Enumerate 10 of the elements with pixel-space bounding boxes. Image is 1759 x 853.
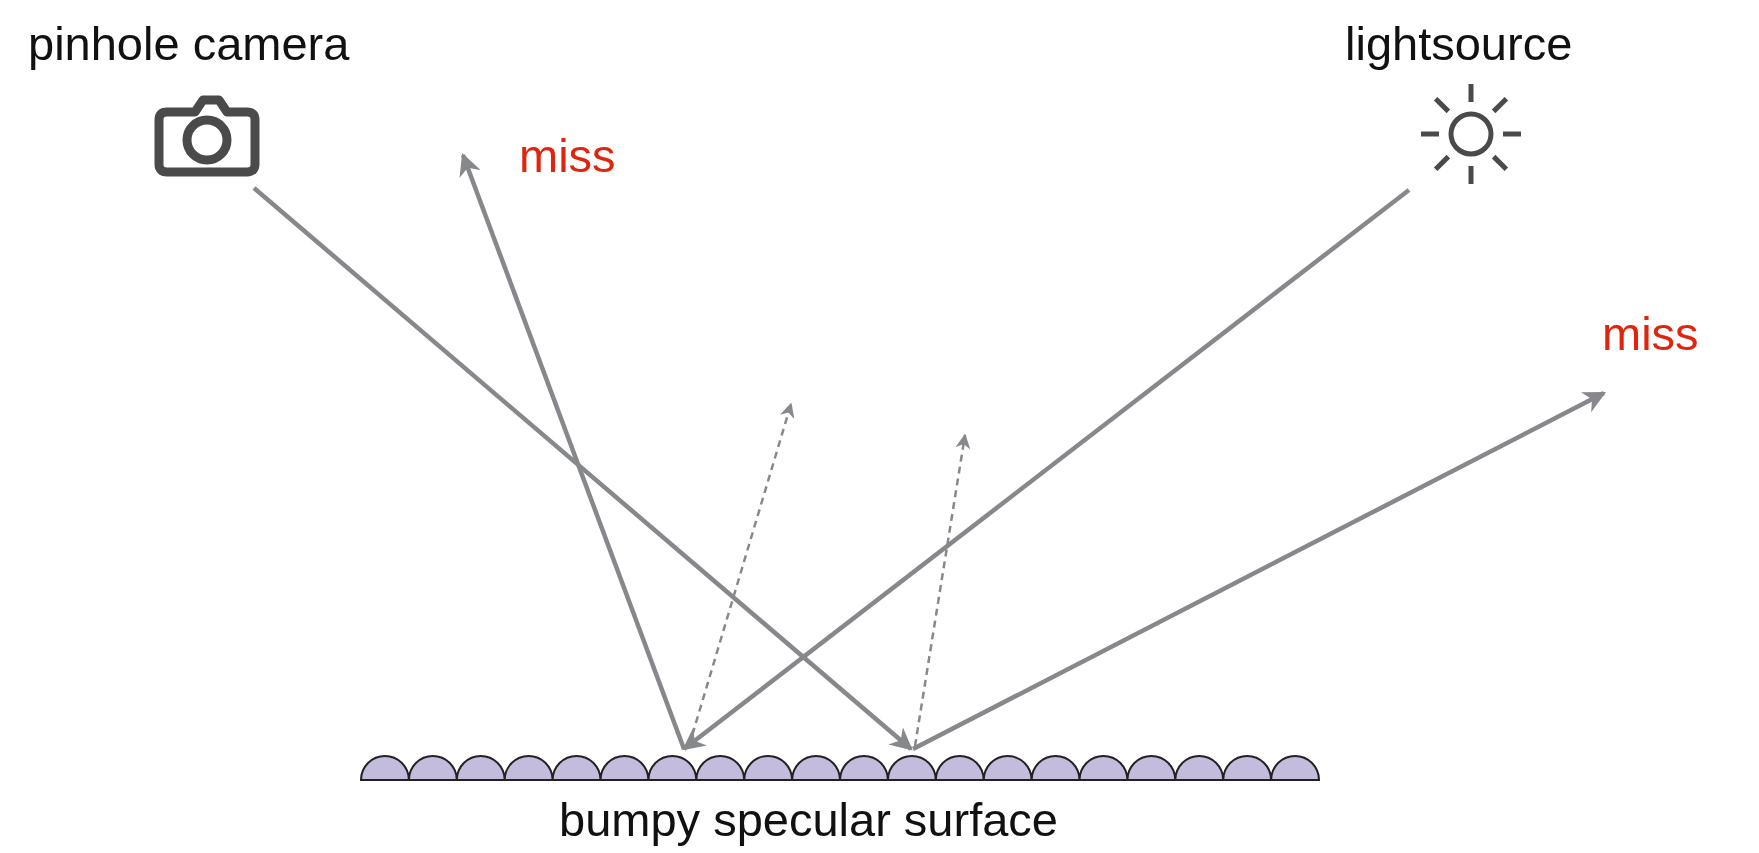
- arrow: [682, 188, 1411, 751]
- arrow: [252, 186, 913, 751]
- miss-label: miss: [519, 130, 616, 182]
- dashed-arrow: [913, 433, 971, 747]
- camera-label: pinhole camera: [28, 18, 350, 70]
- arrow: [459, 152, 687, 750]
- miss-label: miss: [1602, 308, 1699, 360]
- light-source-label: lightsource: [1345, 18, 1573, 70]
- surface-label: bumpy specular surface: [559, 794, 1058, 846]
- arrow: [911, 391, 1606, 751]
